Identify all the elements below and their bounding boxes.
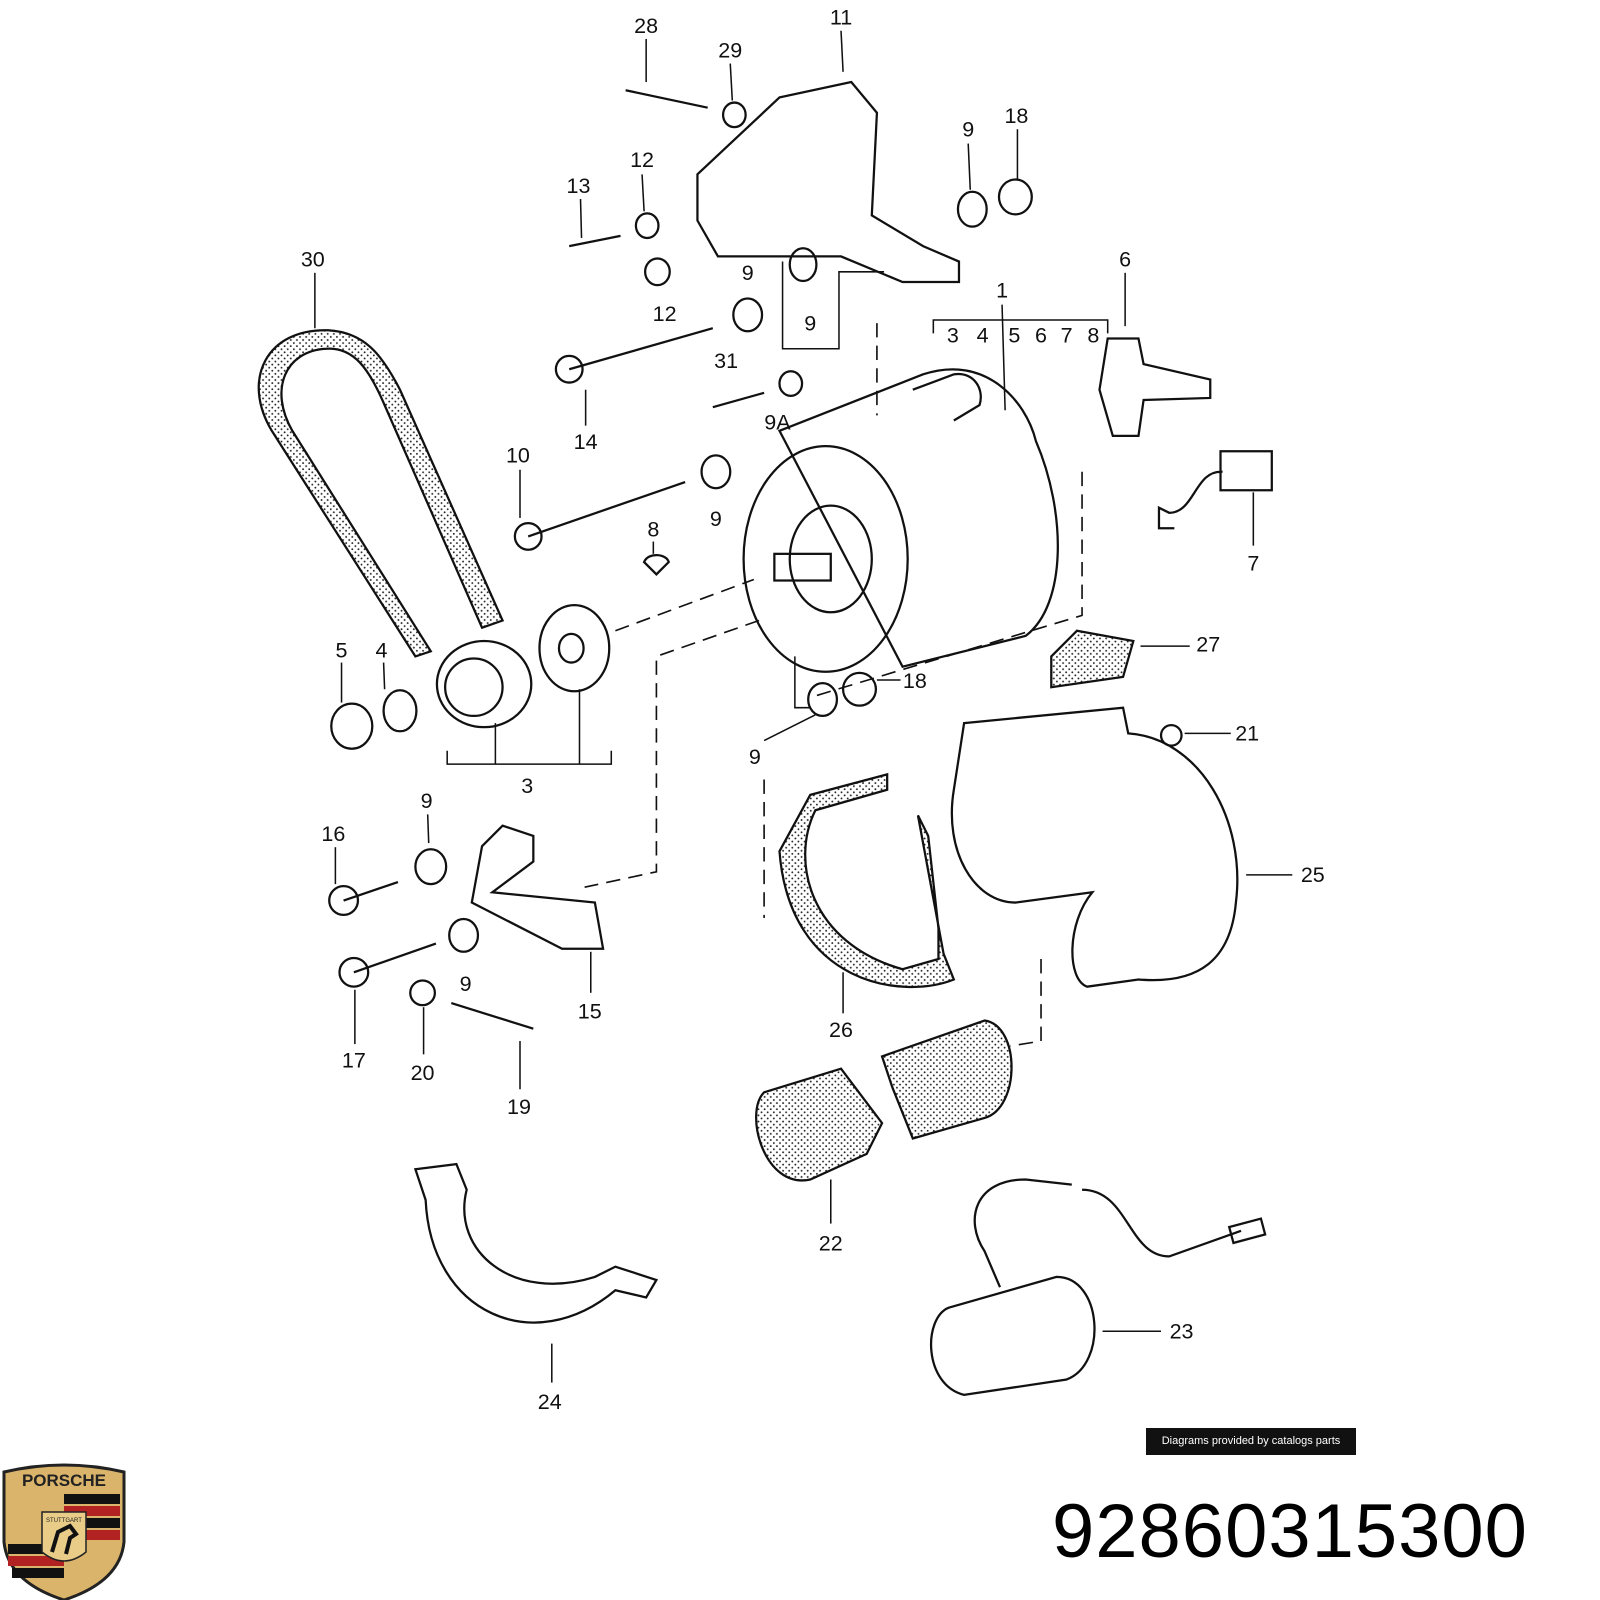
callout-27: 27 [1196, 632, 1220, 656]
callout-7: 7 [1061, 324, 1073, 348]
callout-9: 9 [749, 745, 761, 769]
callout-17: 17 [342, 1049, 366, 1073]
part-number: 92860315300 [1052, 1489, 1528, 1574]
callout-24: 24 [538, 1390, 562, 1414]
duct-sleeves [755, 1019, 1013, 1182]
callout-9: 9 [710, 507, 722, 531]
callout-1: 1 [996, 278, 1008, 302]
callout-labels: 28 29 11 9 18 13 12 30 12 9 9 1 3 4 5 6 … [301, 6, 1325, 1415]
callout-28: 28 [634, 14, 658, 38]
callout-5: 5 [1008, 324, 1020, 348]
porsche-crest-logo: PORSCHE STUTTGART [2, 1463, 126, 1600]
callout-9: 9 [804, 311, 816, 335]
callout-18: 18 [903, 669, 927, 693]
callout-6: 6 [1119, 248, 1131, 272]
callout-26: 26 [829, 1018, 853, 1042]
voltage-regulator [1098, 337, 1212, 438]
rubber-block [1050, 629, 1135, 689]
svg-text:PORSCHE: PORSCHE [22, 1471, 106, 1490]
callout-13: 13 [566, 174, 590, 198]
gasket [778, 772, 956, 989]
alternator [742, 368, 1059, 673]
brush-holder [1157, 450, 1273, 530]
callout-30: 30 [301, 248, 325, 272]
callout-7: 7 [1247, 551, 1259, 575]
callout-29: 29 [718, 38, 742, 62]
callout-12: 12 [653, 302, 677, 326]
callout-18: 18 [1004, 104, 1028, 128]
leader-lines [314, 30, 1293, 1383]
bolts [328, 89, 765, 1030]
callout-4: 4 [376, 638, 388, 662]
svg-text:STUTTGART: STUTTGART [46, 1518, 82, 1524]
callout-6: 6 [1035, 324, 1047, 348]
callout-9: 9 [421, 789, 433, 813]
callout-9: 9 [962, 117, 974, 141]
callout-3: 3 [947, 324, 959, 348]
callout-5: 5 [336, 638, 348, 662]
callout-19: 19 [507, 1095, 531, 1119]
mounting-strap [413, 1162, 659, 1324]
assembly-guides [584, 323, 1083, 1047]
callout-23: 23 [1170, 1319, 1194, 1343]
callout-9a: 9A [764, 411, 791, 435]
callout-22: 22 [819, 1231, 843, 1255]
callout-15: 15 [578, 999, 602, 1023]
callout-11: 11 [830, 6, 852, 30]
pulley [435, 604, 611, 729]
sensor [930, 1178, 1267, 1397]
callout-16: 16 [321, 822, 345, 846]
callout-3: 3 [521, 774, 533, 798]
callout-8: 8 [1087, 324, 1099, 348]
callout-25: 25 [1301, 863, 1325, 887]
adjusting-bracket [470, 824, 605, 950]
callout-20: 20 [411, 1061, 435, 1085]
callout-12: 12 [630, 148, 654, 172]
drive-belt [257, 329, 505, 658]
callout-9: 9 [742, 261, 754, 285]
callout-31: 31 [714, 349, 738, 373]
callout-8: 8 [647, 517, 659, 541]
callout-10: 10 [506, 444, 530, 468]
callout-14: 14 [574, 430, 598, 454]
mounting-bracket [696, 80, 961, 284]
washers-and-nuts [330, 101, 1183, 1007]
diagram-credit: Diagrams provided by catalogs parts [1146, 1428, 1356, 1455]
callout-9: 9 [460, 972, 472, 996]
callout-21: 21 [1235, 722, 1259, 746]
air-shroud [950, 706, 1239, 988]
callout-4: 4 [977, 324, 989, 348]
